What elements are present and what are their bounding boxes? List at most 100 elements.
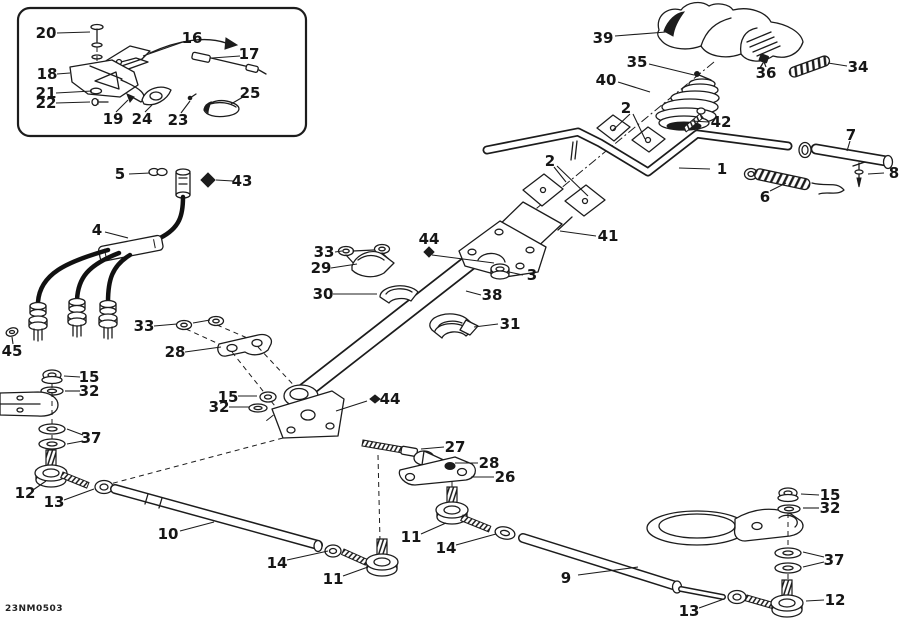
part-callout-7: 7: [846, 126, 856, 144]
part-callout-37: 37: [81, 429, 102, 447]
leader-line-43: [215, 179, 234, 182]
leader-line-14: [455, 533, 497, 546]
inset-small-screw-art: [187, 93, 197, 101]
part-callout-28: 28: [165, 343, 186, 361]
leader-line-42: [690, 120, 710, 123]
part-callout-10: 10: [158, 525, 179, 543]
part-callout-30: 30: [313, 285, 334, 303]
part-callout-11: 11: [323, 570, 344, 588]
column-pivot-art: [109, 384, 381, 542]
leader-line-3: [508, 271, 524, 276]
part-callout-29: 29: [311, 259, 332, 277]
leader-line-44: [431, 254, 495, 264]
part-callout-22: 22: [36, 94, 57, 112]
small-screw-art: [758, 53, 770, 69]
leader-line-7: [846, 140, 851, 152]
leader-line-21: [55, 90, 93, 94]
part-callout-12: 12: [825, 591, 846, 609]
steering-boot-art: [655, 78, 720, 131]
part-callout-44: 44: [380, 390, 401, 408]
leader-line-8: [867, 172, 885, 175]
part-callout-31: 31: [500, 315, 521, 333]
leader-line-38: [465, 290, 482, 296]
part-callout-15: 15: [820, 486, 841, 504]
inset-cable-art: [191, 51, 267, 75]
leader-line-14: [286, 550, 329, 561]
drag-link-art: [435, 486, 804, 618]
part-callout-45: 45: [2, 342, 23, 360]
leader-line-33: [192, 319, 211, 324]
part-callout-27: 27: [445, 438, 466, 456]
part-callout-32: 32: [820, 499, 841, 517]
part-callout-18: 18: [37, 65, 58, 83]
part-callout-6: 6: [760, 188, 770, 206]
inset-bracket-art: [69, 59, 145, 103]
inset-cover-art: [203, 99, 240, 118]
part-callout-9: 9: [561, 569, 571, 587]
leader-line-36: [763, 61, 767, 68]
leader-line-25: [230, 96, 244, 105]
leader-line-37: [66, 440, 84, 445]
leader-line-28: [184, 346, 222, 353]
leader-line-15: [800, 493, 820, 496]
leader-line-12: [805, 599, 825, 602]
part-callout-3: 3: [527, 266, 537, 284]
leader-line-18: [56, 72, 71, 75]
leader-line-2: [556, 165, 589, 197]
riser-blocks-art: [515, 173, 606, 231]
column-clamp-art: [337, 243, 395, 278]
leader-line-2: [553, 166, 567, 183]
leader-line-34: [827, 62, 848, 67]
leader-line-13: [63, 488, 95, 501]
part-callout-26: 26: [495, 468, 516, 486]
part-callout-32: 32: [79, 382, 100, 400]
inset-screw-art: [90, 23, 104, 62]
inset-plug-art: [126, 93, 135, 103]
part-callout-13: 13: [44, 493, 65, 511]
right-mount-stack-art: [774, 487, 802, 580]
leader-line-10: [179, 521, 215, 532]
console-pad-art: [657, 1, 804, 62]
leader-line-5: [128, 172, 151, 175]
leader-line-33: [334, 250, 343, 253]
leader-line-20: [56, 31, 91, 34]
part-callout-13: 13: [679, 602, 700, 619]
part-callout-12: 12: [15, 484, 36, 502]
leader-line-39: [614, 31, 667, 37]
pivot-nut-washer-art: [248, 391, 277, 413]
leader-line-37: [802, 551, 825, 558]
leader-line-11: [420, 522, 447, 535]
inset-shell-art: [141, 86, 172, 106]
left-mount-stack-art: [0, 369, 114, 495]
half-bushing-art: [379, 285, 419, 304]
t-screw-art: [852, 161, 866, 188]
wiring-harness-art: [28, 168, 191, 342]
part-callout-33: 33: [314, 243, 335, 261]
leader-line-44: [335, 400, 368, 412]
leader-line-15: [63, 375, 81, 378]
part-callout-43: 43: [232, 172, 253, 190]
plug-cap-icon-2: [369, 394, 381, 404]
support-ring-art: [646, 508, 804, 546]
part-callout-15: 15: [79, 368, 100, 386]
part-callout-14: 14: [267, 554, 288, 572]
lower-link-art: [361, 439, 477, 491]
grip-tape-art: [788, 55, 831, 78]
leader-line-2: [632, 113, 646, 140]
part-callout-35: 35: [627, 53, 648, 71]
leader-line-22: [55, 101, 91, 104]
part-callout-28: 28: [479, 454, 500, 472]
part-callout-15: 15: [218, 388, 239, 406]
leader-line-41: [559, 230, 597, 237]
leader-line-6: [769, 182, 787, 192]
leader-line-13: [698, 598, 725, 609]
part-callout-2: 2: [545, 152, 555, 170]
inset-pin-art: [91, 97, 109, 107]
part-callout-4: 4: [92, 221, 102, 239]
grip-tube-art: [798, 141, 894, 170]
part-callout-25: 25: [240, 84, 261, 102]
grip-heater-art: [743, 167, 845, 195]
clamp-screw-art: [682, 107, 706, 133]
